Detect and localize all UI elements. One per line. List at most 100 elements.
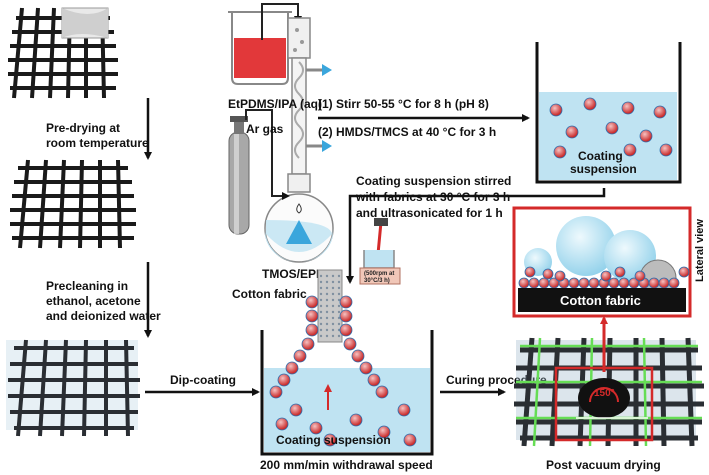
fabric-texture-dot xyxy=(325,328,329,332)
beaker-note: (500rpm at 30°C/3 h) xyxy=(364,271,396,284)
particle xyxy=(678,266,690,278)
coating-top-label: Coating suspension xyxy=(570,149,637,176)
fabric-texture-dot xyxy=(325,316,329,320)
particle xyxy=(343,337,357,351)
fabric-texture-dot xyxy=(319,280,323,284)
particle xyxy=(375,385,389,399)
particle xyxy=(578,277,590,289)
etpdms-label: EtPDMS/IPA (aq) xyxy=(228,97,322,111)
particle xyxy=(339,323,353,337)
fabric-texture-dot xyxy=(331,334,335,338)
particle xyxy=(305,309,319,323)
particle xyxy=(323,433,337,447)
particle xyxy=(367,373,381,387)
fabric-texture-dot xyxy=(319,286,323,290)
fabric-texture-dot xyxy=(325,292,329,296)
particle xyxy=(653,105,667,119)
fabric-raw xyxy=(8,7,118,99)
fabric-texture-dot xyxy=(331,280,335,284)
particle xyxy=(285,361,299,375)
fabric-texture-dot xyxy=(331,304,335,308)
particle xyxy=(568,277,580,289)
coating-tank-top xyxy=(535,42,682,184)
particle xyxy=(600,270,612,282)
fabric-texture-dot xyxy=(325,334,329,338)
fabric-texture-dot xyxy=(337,298,341,302)
particle xyxy=(668,277,680,289)
particle xyxy=(403,433,417,447)
fabric-texture-dot xyxy=(337,316,341,320)
particle xyxy=(618,277,630,289)
lateral-cotton-label: Cotton fabric xyxy=(560,293,641,308)
particle xyxy=(277,373,291,387)
ar-gas-cylinder xyxy=(228,116,250,235)
particle xyxy=(359,361,373,375)
particle xyxy=(339,309,353,323)
dip-particles xyxy=(269,295,417,447)
fabric-texture-dot xyxy=(337,274,341,278)
fabric-texture-dot xyxy=(319,304,323,308)
cotton-fabric-label: Cotton fabric xyxy=(232,287,307,301)
condenser-apparatus xyxy=(264,17,334,263)
fabric-texture-dot xyxy=(337,292,341,296)
coating-bottom-label: Coating suspension xyxy=(276,433,391,447)
fabric-texture-dot xyxy=(325,286,329,290)
particle xyxy=(538,277,550,289)
lateral-view-label: Lateral view xyxy=(694,219,706,282)
particle xyxy=(377,425,391,439)
particle xyxy=(542,268,554,280)
particle xyxy=(648,277,660,289)
red-solution-beaker xyxy=(228,11,292,85)
stir-note: Coating suspension stirred with fabrics … xyxy=(355,174,515,220)
tank-particles xyxy=(549,97,673,159)
fabric-texture-dot xyxy=(325,298,329,302)
particle xyxy=(623,143,637,157)
particle xyxy=(301,337,315,351)
fabric-texture-dot xyxy=(331,328,335,332)
fabric-texture-dot xyxy=(331,316,335,320)
lateral-particles xyxy=(518,266,690,289)
feed-tube xyxy=(261,3,302,40)
fabric-texture-dot xyxy=(325,280,329,284)
particle xyxy=(309,421,323,435)
particle xyxy=(305,323,319,337)
particle xyxy=(528,277,540,289)
ar-gas-label: Ar gas xyxy=(246,122,284,136)
dip-coating-beaker xyxy=(260,269,434,456)
fabric-texture-dot xyxy=(319,322,323,326)
pre-drying-label: Pre-drying at room temperature xyxy=(46,121,149,150)
particle xyxy=(565,125,579,139)
sonicator-beaker xyxy=(359,218,401,285)
particle xyxy=(554,270,566,282)
particle xyxy=(289,403,303,417)
fabric-texture-dot xyxy=(319,328,323,332)
fabric-texture-dot xyxy=(319,298,323,302)
fabric-texture-dot xyxy=(331,292,335,296)
particle xyxy=(549,103,563,117)
ar-gas-tube xyxy=(245,109,290,200)
particle xyxy=(639,129,653,143)
fabric-texture-dot xyxy=(337,310,341,314)
particle xyxy=(293,349,307,363)
fabric-texture-dot xyxy=(319,274,323,278)
fabric-texture-dot xyxy=(325,304,329,308)
particle xyxy=(621,101,635,115)
particle xyxy=(588,277,600,289)
fabric-texture-dot xyxy=(319,316,323,320)
fabric-texture-dot xyxy=(331,310,335,314)
particle xyxy=(605,121,619,135)
fabric-texture-dot xyxy=(337,328,341,332)
particle xyxy=(269,385,283,399)
fabric-texture-dot xyxy=(337,304,341,308)
contact-angle-label: 150° xyxy=(594,388,615,399)
particle xyxy=(524,266,536,278)
fabric-texture-dot xyxy=(325,310,329,314)
step-1-label: (1) Stirr 50-55 °C for 8 h (pH 8) xyxy=(318,97,489,111)
fabric-texture-dot xyxy=(337,334,341,338)
fabric-texture-dot xyxy=(331,322,335,326)
fabric-texture-dot xyxy=(331,286,335,290)
fabric-texture-dot xyxy=(337,286,341,290)
lateral-view-inset xyxy=(512,206,692,318)
fabric-texture-dot xyxy=(319,310,323,314)
